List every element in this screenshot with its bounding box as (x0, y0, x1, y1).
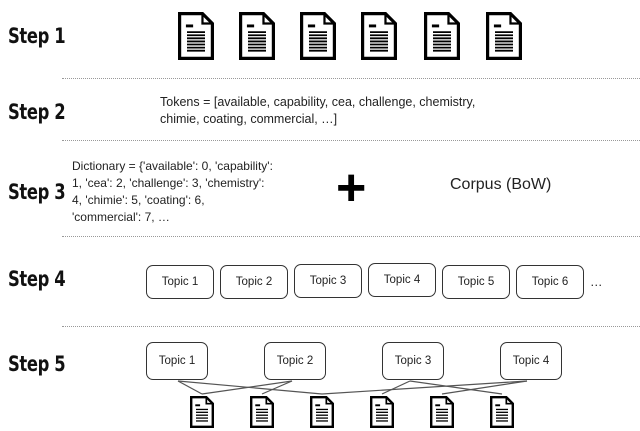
topic-box: Topic 3 (294, 264, 362, 298)
document-icon (300, 12, 336, 65)
document-icon (424, 12, 460, 65)
link-line (261, 380, 293, 395)
separator (62, 78, 640, 79)
topic-box: Topic 4 (500, 342, 562, 380)
document-icon (239, 12, 275, 65)
topic-box: Topic 6 (516, 265, 584, 299)
topic-box: Topic 3 (382, 342, 444, 380)
corpus-label: Corpus (BoW) (450, 176, 552, 193)
dictionary-text: Dictionary = {'available': 0, 'capabilit… (72, 158, 273, 226)
topic-box: Topic 2 (264, 342, 326, 380)
document-icon (430, 396, 454, 431)
document-icon (190, 396, 214, 431)
document-icon (250, 396, 274, 431)
link-line (381, 380, 411, 395)
link-line (321, 380, 528, 395)
step-1-label: Step 1 (8, 24, 66, 48)
document-icon (178, 12, 214, 65)
separator (62, 236, 640, 237)
document-icon (310, 396, 334, 431)
dictionary-line: 'commercial': 7, … (72, 210, 170, 224)
document-icon (486, 12, 522, 65)
link-line (177, 380, 203, 395)
dictionary-line: 1, 'cea': 2, 'challenge': 3, 'chemistry'… (72, 176, 265, 190)
step-4-label: Step 4 (8, 267, 66, 291)
topic-box: Topic 4 (368, 263, 436, 297)
plus-icon: + (336, 159, 367, 217)
step-2-label: Step 2 (8, 100, 66, 124)
step-3-label: Step 3 (8, 180, 66, 204)
link-line (409, 380, 503, 395)
step-5-label: Step 5 (8, 352, 66, 376)
tokens-text: Tokens = [available, capability, cea, ch… (160, 94, 475, 128)
link-line (201, 380, 293, 395)
separator (62, 140, 640, 141)
topic-box: Topic 1 (146, 265, 214, 299)
dictionary-line: 4, 'chimie': 5, 'coating': 6, (72, 193, 205, 207)
link-line (441, 380, 528, 395)
more-ellipsis: … (590, 275, 603, 289)
tokens-line: Tokens = [available, capability, cea, ch… (160, 95, 476, 109)
document-icon (361, 12, 397, 65)
document-icon (370, 396, 394, 431)
document-icon (490, 396, 514, 431)
tokens-line: chimie, coating, commercial, …] (160, 112, 338, 126)
separator (62, 326, 640, 327)
topic-box: Topic 2 (220, 265, 288, 299)
topic-box: Topic 5 (442, 265, 510, 299)
dictionary-line: Dictionary = {'available': 0, 'capabilit… (72, 159, 273, 173)
topic-box: Topic 1 (146, 342, 208, 380)
